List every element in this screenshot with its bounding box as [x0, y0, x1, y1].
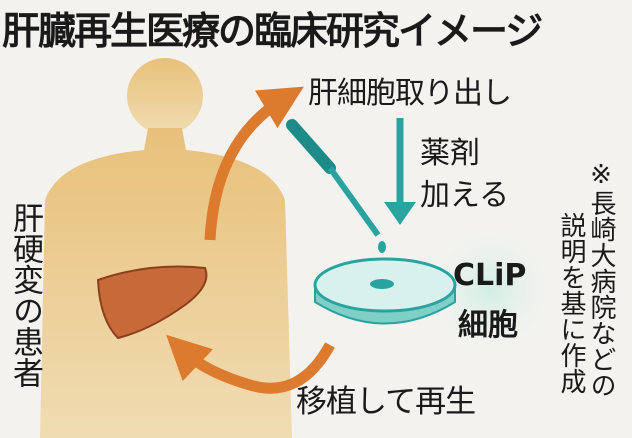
source-note-line1: ※長崎大病院などの — [586, 160, 616, 398]
transplant-label: 移植して再生 — [296, 384, 476, 420]
page-title: 肝臓再生医療の臨床研究イメージ — [2, 9, 543, 53]
dropper-icon — [286, 119, 386, 253]
cell-label-line2: 細胞 — [458, 308, 518, 343]
cell-label-line1: CLiP — [453, 258, 527, 293]
source-note-line2: 説明を基に作成 — [556, 212, 586, 394]
drug-label-line1: 薬剤 — [420, 136, 480, 171]
petri-dish-icon — [313, 257, 457, 325]
transplant-arrow-icon — [166, 334, 335, 394]
patient-label: 肝硬変の患者 — [7, 202, 43, 388]
cell-glow — [420, 220, 560, 360]
drug-label-line2: 加える — [420, 178, 510, 213]
liver-icon — [96, 265, 208, 340]
extract-label: 肝細胞取り出し — [308, 76, 512, 111]
extract-arrow-icon — [204, 86, 304, 241]
